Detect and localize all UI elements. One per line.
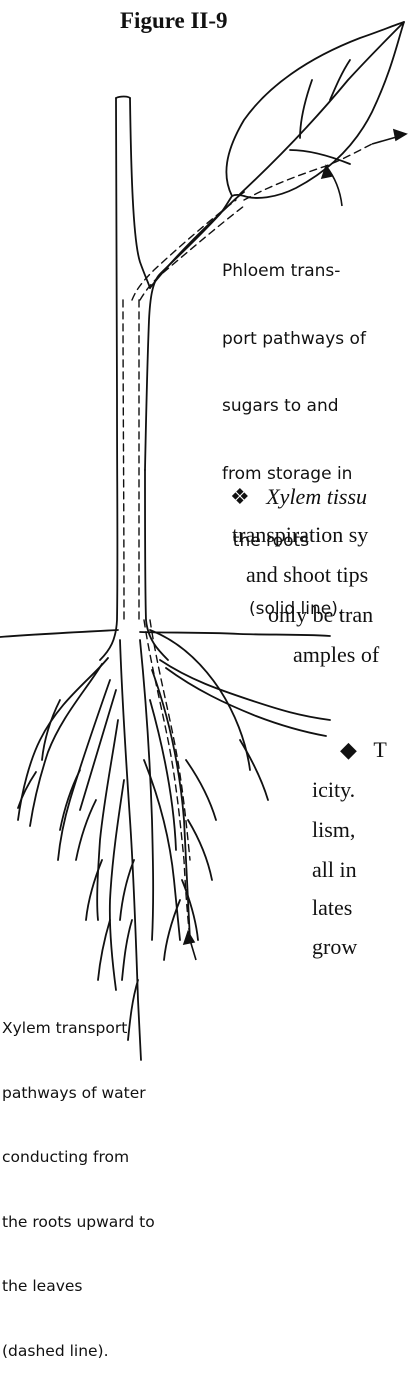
body-text-line: only be tran: [268, 600, 373, 629]
body-text-line: lism,: [312, 815, 355, 844]
root-left-2: [58, 680, 110, 860]
body-text-line: ❖ Xylem tissu: [230, 482, 367, 511]
xylem-caption-line: Xylem transport: [2, 1018, 155, 1040]
xylem-caption-line: the leaves: [2, 1276, 155, 1298]
arrowhead-leaf-exit: [394, 130, 406, 140]
root-left-1: [18, 658, 108, 820]
xylem-caption-line: pathways of water: [2, 1083, 155, 1105]
root-hair-11: [188, 820, 212, 880]
root-left-4: [110, 780, 124, 990]
body-text-line: all in: [312, 855, 357, 884]
root-hair-4: [76, 800, 96, 860]
arrowhead-root-entry: [184, 932, 194, 944]
stem-outline-left: [100, 98, 117, 660]
arrowhead-leaf-entry: [322, 166, 332, 178]
root-hair-10: [186, 760, 216, 820]
body-text-line: icity.: [312, 775, 355, 804]
body-text-fragment: T: [373, 737, 386, 762]
xylem-caption: Xylem transport pathways of water conduc…: [2, 975, 155, 1384]
xylem-caption-line: conducting from: [2, 1147, 155, 1169]
leaf-vein-2: [290, 150, 350, 164]
body-text-italic: Xylem tissu: [266, 484, 367, 509]
root-hair-5: [86, 860, 102, 920]
body-text-line: transpiration sy: [232, 520, 368, 549]
body-text-line: grow: [312, 932, 357, 961]
body-text-line: and shoot tips: [246, 560, 368, 589]
root-left-1b: [30, 664, 102, 826]
root-main-2: [140, 640, 153, 940]
root-hair-8: [122, 920, 132, 980]
root-hair-6: [98, 920, 110, 980]
body-text-line: lates: [312, 893, 352, 922]
stem-top: [116, 97, 130, 99]
phloem-caption-line: port pathways of: [222, 328, 366, 351]
root-right-2: [152, 670, 190, 940]
xylem-path-stem-left: [123, 300, 124, 620]
root-left-3: [97, 720, 118, 920]
leaf-vein-1: [300, 80, 312, 138]
xylem-caption-line: the roots upward to: [2, 1212, 155, 1234]
body-text-line: ◆ T: [340, 735, 387, 764]
leaf-midrib: [240, 22, 404, 194]
bullet-diamond-icon: ◆: [340, 737, 357, 762]
phloem-caption-line: sugars to and: [222, 395, 366, 418]
bullet-diamond-ornament-icon: ❖: [230, 484, 250, 509]
root-right-1b: [166, 668, 326, 736]
xylem-caption-line: (dashed line).: [2, 1341, 155, 1363]
stem-outline-right: [145, 196, 232, 470]
root-right-3: [150, 700, 176, 850]
phloem-caption-line: Phloem trans-: [222, 260, 366, 283]
body-text-line: amples of: [293, 640, 379, 669]
stem-crotch: [130, 98, 150, 288]
root-right-5: [150, 630, 250, 770]
root-hair-14: [240, 740, 268, 800]
